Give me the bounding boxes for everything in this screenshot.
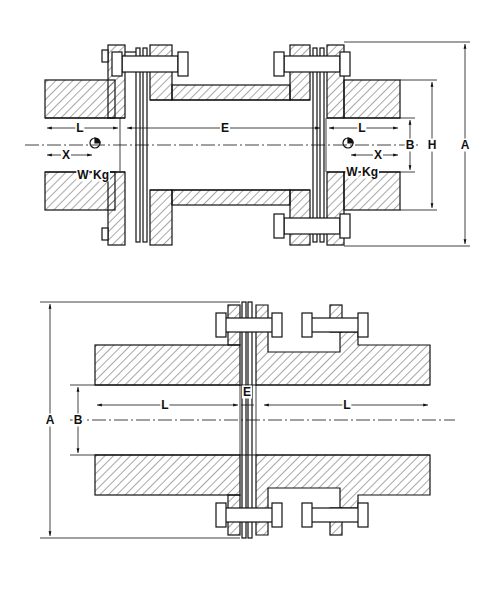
dimension-label: X	[373, 149, 383, 162]
dimension-label: B	[73, 414, 84, 427]
dimension-label: E	[220, 122, 230, 135]
dimension-label: W	[345, 166, 358, 179]
dimension-label: W	[76, 169, 89, 182]
dimension-label: B	[405, 139, 416, 152]
dimension-label: X	[61, 149, 71, 162]
dimension-label: H	[427, 139, 438, 152]
dimension-label: Kg	[92, 169, 110, 182]
dimension-label: Kg	[361, 166, 379, 179]
dimension-label: L	[160, 399, 169, 412]
dimension-label: E	[242, 386, 252, 399]
dimension-label: L	[75, 122, 84, 135]
dimension-label: L	[342, 399, 351, 412]
dimension-label: L	[357, 122, 366, 135]
dimension-label: A	[45, 414, 56, 427]
dimension-label: A	[460, 139, 471, 152]
